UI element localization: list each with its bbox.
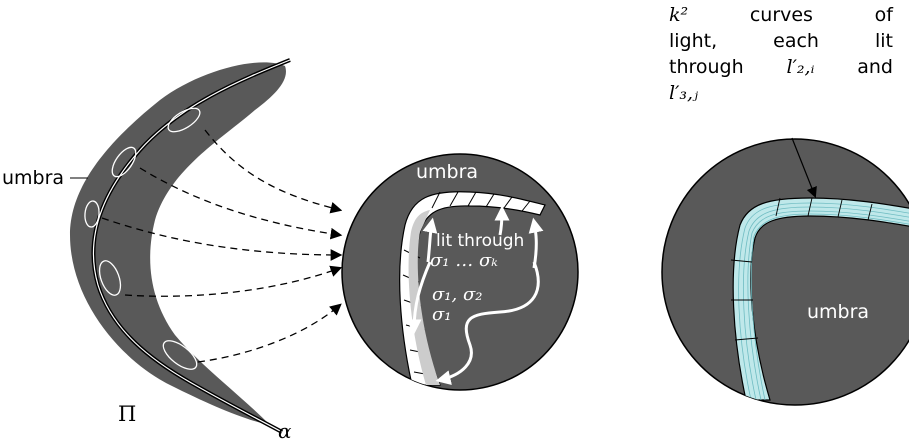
alpha-curve-inner: [92, 59, 291, 433]
dashed-arrow-5: [197, 303, 342, 363]
dashed-arrow-4: [124, 265, 343, 297]
light-curves-caption: k² curves of light, each lit through l′₂…: [669, 2, 893, 106]
alpha-label: α: [278, 419, 292, 443]
caption-word: and: [857, 56, 893, 78]
white-arrow-left-down: [406, 261, 432, 335]
white-arrow-loop: [435, 261, 540, 385]
middle-umbra-disk: [341, 153, 579, 391]
caption-row-1: k² curves of: [669, 2, 893, 28]
ellipse-5: [162, 340, 198, 370]
white-arrows: [406, 205, 544, 385]
right-umbra-label: umbra: [807, 301, 869, 323]
pi-label: Π: [118, 402, 136, 426]
caption-word: each: [773, 30, 819, 52]
ellipse-1: [167, 107, 201, 133]
dashed-arrow-3: [101, 217, 343, 261]
caption-word: light,: [669, 30, 718, 52]
boomerang-umbra: [70, 62, 286, 426]
sigma-one-label: σ₁: [432, 304, 452, 325]
dashed-arrows: [101, 129, 343, 363]
ellipse-4: [98, 260, 122, 296]
dashed-arrow-2: [139, 167, 343, 240]
caption-row-2: light, each lit: [669, 28, 893, 54]
right-curve-lines: [738, 202, 909, 401]
caption-l2i: l′₂,ᵢ: [786, 56, 815, 78]
caption-k-squared: k²: [669, 4, 689, 26]
caption-l3j: l′₃,ⱼ: [669, 82, 699, 104]
left-umbra-label: umbra: [2, 167, 64, 189]
right-figure: umbra: [661, 137, 909, 406]
caption-word: lit: [874, 30, 893, 52]
ellipse-3: [84, 200, 100, 228]
ellipse-2: [111, 146, 137, 178]
caption-row-3: through l′₂,ᵢ and: [669, 54, 893, 80]
middle-figure: umbra lit through σ₁ … σₖ σ₁, σ₂ σ₁: [341, 153, 579, 391]
sigma-pair-label: σ₁, σ₂: [432, 284, 482, 305]
caption-word: through: [669, 56, 744, 78]
sigma-range-label: σ₁ … σₖ: [430, 250, 498, 271]
white-arrow-up-1: [422, 217, 438, 263]
caption-pointer: [791, 137, 817, 199]
lit-through-label: lit through: [436, 231, 524, 251]
right-tick-marks: [730, 197, 873, 341]
left-figure: umbra Π α: [2, 58, 292, 443]
caption-word: of: [874, 4, 893, 26]
right-umbra-disk: [661, 138, 909, 406]
white-arrow-up-2: [494, 205, 510, 236]
middle-umbra-label: umbra: [416, 161, 478, 183]
caption-row-4: l′₃,ⱼ: [669, 80, 893, 106]
middle-grey-strip: [408, 210, 440, 385]
dashed-arrow-1: [204, 129, 343, 214]
caption-word: curves: [749, 4, 813, 26]
